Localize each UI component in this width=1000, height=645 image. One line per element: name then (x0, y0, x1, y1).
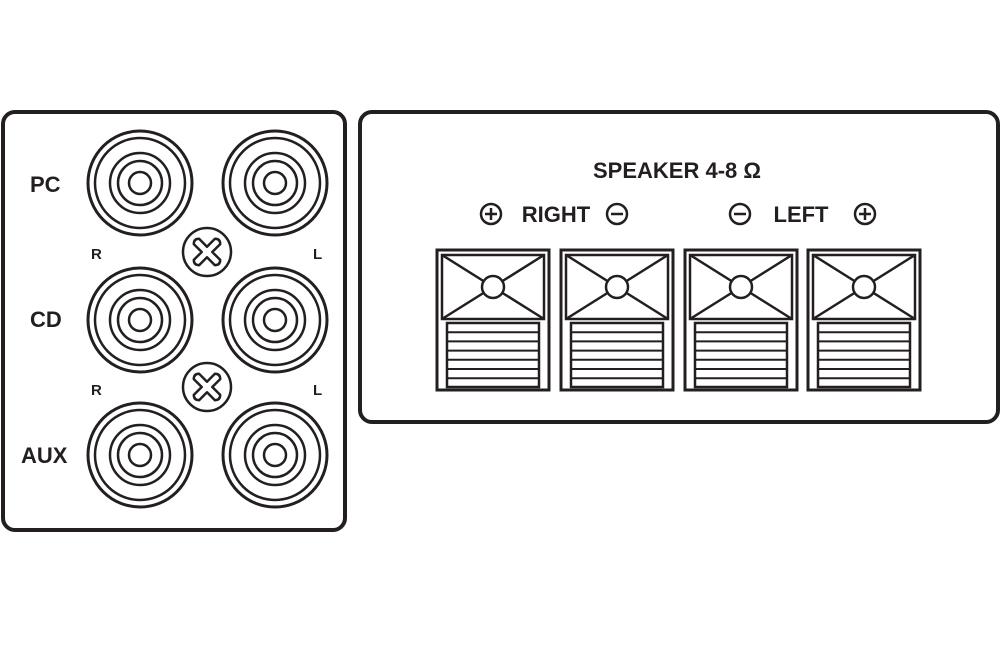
channel-label-pc-r: R (91, 246, 102, 263)
rca-jack-aux-r[interactable] (86, 401, 194, 509)
rca-jacks (86, 129, 329, 509)
screw-icon-lower (181, 361, 233, 413)
speaker-title: SPEAKER 4-8 Ω (593, 158, 761, 183)
left-minus-icon (728, 202, 752, 226)
left-plus-icon (853, 202, 877, 226)
speaker-terminals (435, 248, 922, 392)
speaker-terminal-left-plus[interactable] (806, 248, 922, 392)
row-label-aux: AUX (21, 443, 68, 468)
left-label: LEFT (774, 202, 830, 227)
row-label-pc: PC (30, 172, 61, 197)
rca-jack-cd-l[interactable] (221, 266, 329, 374)
right-minus-icon (605, 202, 629, 226)
rca-jack-pc-r[interactable] (86, 129, 194, 237)
channel-label-pc-l: L (313, 246, 322, 263)
speaker-terminal-right-plus[interactable] (435, 248, 551, 392)
channel-label-cd-r: R (91, 382, 102, 399)
speaker-terminal-right-minus[interactable] (559, 248, 675, 392)
screw-icon-upper (181, 226, 233, 278)
channel-label-cd-l: L (313, 382, 322, 399)
speaker-panel: SPEAKER 4-8 Ω RIGHT LEFT (358, 110, 1000, 424)
speaker-terminal-left-minus[interactable] (683, 248, 799, 392)
right-label: RIGHT (522, 202, 591, 227)
row-label-cd: CD (30, 307, 62, 332)
rca-jack-pc-l[interactable] (221, 129, 329, 237)
rca-jack-cd-r[interactable] (86, 266, 194, 374)
right-plus-icon (479, 202, 503, 226)
rca-jack-aux-l[interactable] (221, 401, 329, 509)
